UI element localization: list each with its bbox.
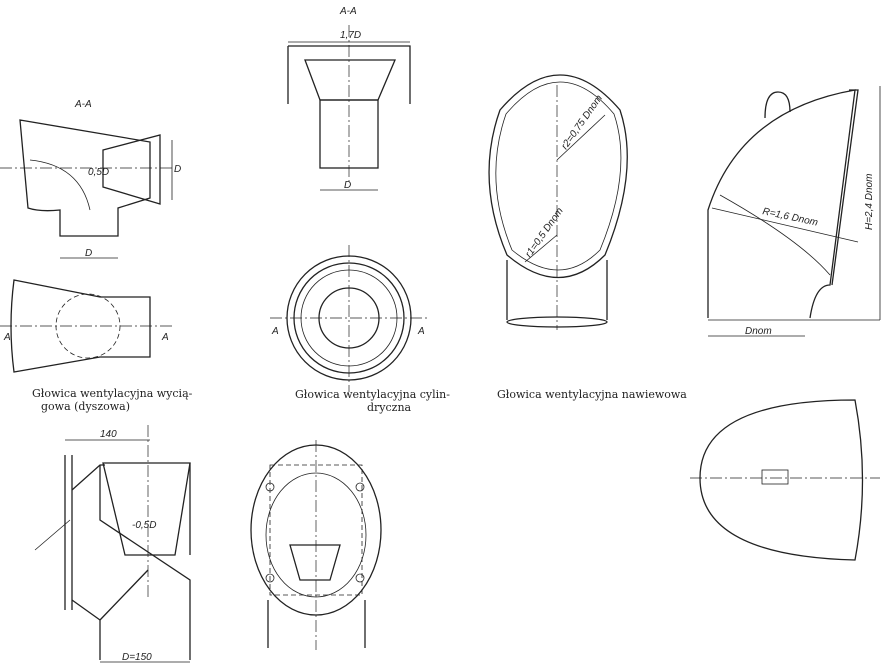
cylindrical-head-detail xyxy=(250,440,382,650)
supply-head-front: r2=0,75 Dnom r1=0,5 Dnom xyxy=(488,74,628,330)
svg-text:-0,5D: -0,5D xyxy=(132,520,156,531)
svg-text:A: A xyxy=(417,326,425,337)
svg-text:D: D xyxy=(344,180,351,191)
svg-text:D: D xyxy=(174,164,181,175)
svg-text:A: A xyxy=(3,332,11,343)
caption-extract-head: Głowica wentylacyjna wycią- gowa (dyszow… xyxy=(32,387,193,413)
svg-text:Dnom: Dnom xyxy=(745,326,772,337)
svg-text:D=150: D=150 xyxy=(122,652,152,663)
svg-text:0,5D: 0,5D xyxy=(88,167,109,178)
section-label: A-A xyxy=(74,99,92,110)
svg-text:r1=0,5 Dnom: r1=0,5 Dnom xyxy=(523,206,565,260)
supply-head-side: R=1,6 Dnom H=2,4 Dnom Dnom xyxy=(707,86,881,337)
cylindrical-head-section: A-A 1,7D D xyxy=(287,6,411,191)
svg-text:A: A xyxy=(271,326,279,337)
svg-text:H=2,4 Dnom: H=2,4 Dnom xyxy=(864,174,875,230)
svg-text:A-A: A-A xyxy=(339,6,357,17)
supply-head-plan xyxy=(690,399,880,561)
svg-text:1,7D: 1,7D xyxy=(340,30,361,41)
svg-text:140: 140 xyxy=(100,429,117,440)
svg-text:r2=0,75 Dnom: r2=0,75 Dnom xyxy=(559,93,605,151)
extract-head-detail: 140 -0,5D D=150 xyxy=(34,425,191,663)
caption-cylindrical-head: Głowica wentylacyjna cylin- dryczna xyxy=(295,388,450,414)
cylindrical-head-plan: A A xyxy=(270,245,428,392)
extract-head-section: A-A D 0,5D D xyxy=(0,99,181,259)
svg-text:A: A xyxy=(161,332,169,343)
extract-head-plan: A A xyxy=(0,279,175,373)
caption-supply-head: Głowica wentylacyjna nawiewowa xyxy=(497,388,687,401)
svg-text:D: D xyxy=(85,248,92,259)
